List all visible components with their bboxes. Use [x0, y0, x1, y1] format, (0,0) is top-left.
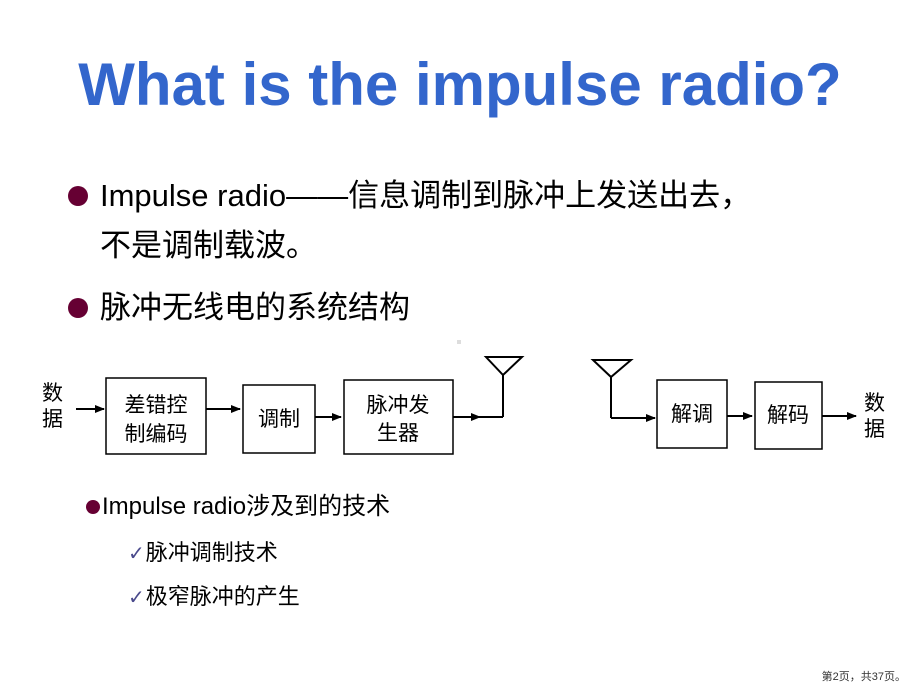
input-data-label-1: 数 [42, 381, 63, 405]
block-pulse-generator [343, 379, 454, 455]
block-demodulation-label: 解调 [671, 402, 713, 426]
block-modulation [242, 384, 316, 454]
bullet-dot-2 [68, 298, 88, 318]
check-item-text: 极窄脉冲的产生 [145, 584, 300, 609]
check-icon: ✓ [128, 587, 145, 609]
decorative-dot [457, 340, 461, 344]
block-error-coding-line-2: 制编码 [125, 422, 188, 446]
output-data-label-1: 数 [864, 391, 885, 415]
block-modulation-label: 调制 [258, 407, 300, 431]
block-decoding [754, 381, 823, 450]
sub-bullet-dot [86, 500, 100, 514]
tx-antenna-icon [483, 356, 525, 377]
block-pulse-generator-line-1: 脉冲发 [367, 393, 430, 417]
block-decoding-label: 解码 [767, 403, 809, 427]
slide-title: What is the impulse radio? [78, 51, 842, 118]
input-data-label-2: 据 [42, 407, 63, 431]
bullet-1-line-1: Impulse radio——信息调制到脉冲上发送出去， [100, 178, 752, 213]
check-item-text: 脉冲调制技术 [145, 540, 278, 565]
bullet-system-structure: 脉冲无线电的系统结构 [100, 290, 410, 325]
bullet-dot-1 [68, 186, 88, 206]
page-footer: 第2页，共37页。 [821, 671, 906, 683]
output-data-label-2: 据 [864, 417, 885, 441]
block-error-coding-line-1: 差错控 [125, 393, 188, 417]
system-block-diagram: 数 据 差错控 制编码 调制 脉冲发 生器 解调 解码 数 据 [42, 356, 885, 455]
sub-bullet-technologies: Impulse radio涉及到的技术 [102, 493, 391, 520]
bullet-1-line-2: 不是调制载波。 [100, 228, 317, 263]
check-item-narrow-pulse: ✓极窄脉冲的产生 [128, 582, 300, 613]
block-demodulation [656, 379, 728, 449]
check-item-pulse-modulation: ✓脉冲调制技术 [128, 538, 278, 569]
bullet-impulse-radio: Impulse radio——信息调制到脉冲上发送出去， 不是调制载波。 [100, 174, 880, 268]
block-error-coding [105, 377, 207, 455]
block-pulse-generator-line-2: 生器 [377, 421, 419, 445]
rx-antenna-icon [590, 359, 634, 379]
check-icon: ✓ [128, 543, 145, 565]
